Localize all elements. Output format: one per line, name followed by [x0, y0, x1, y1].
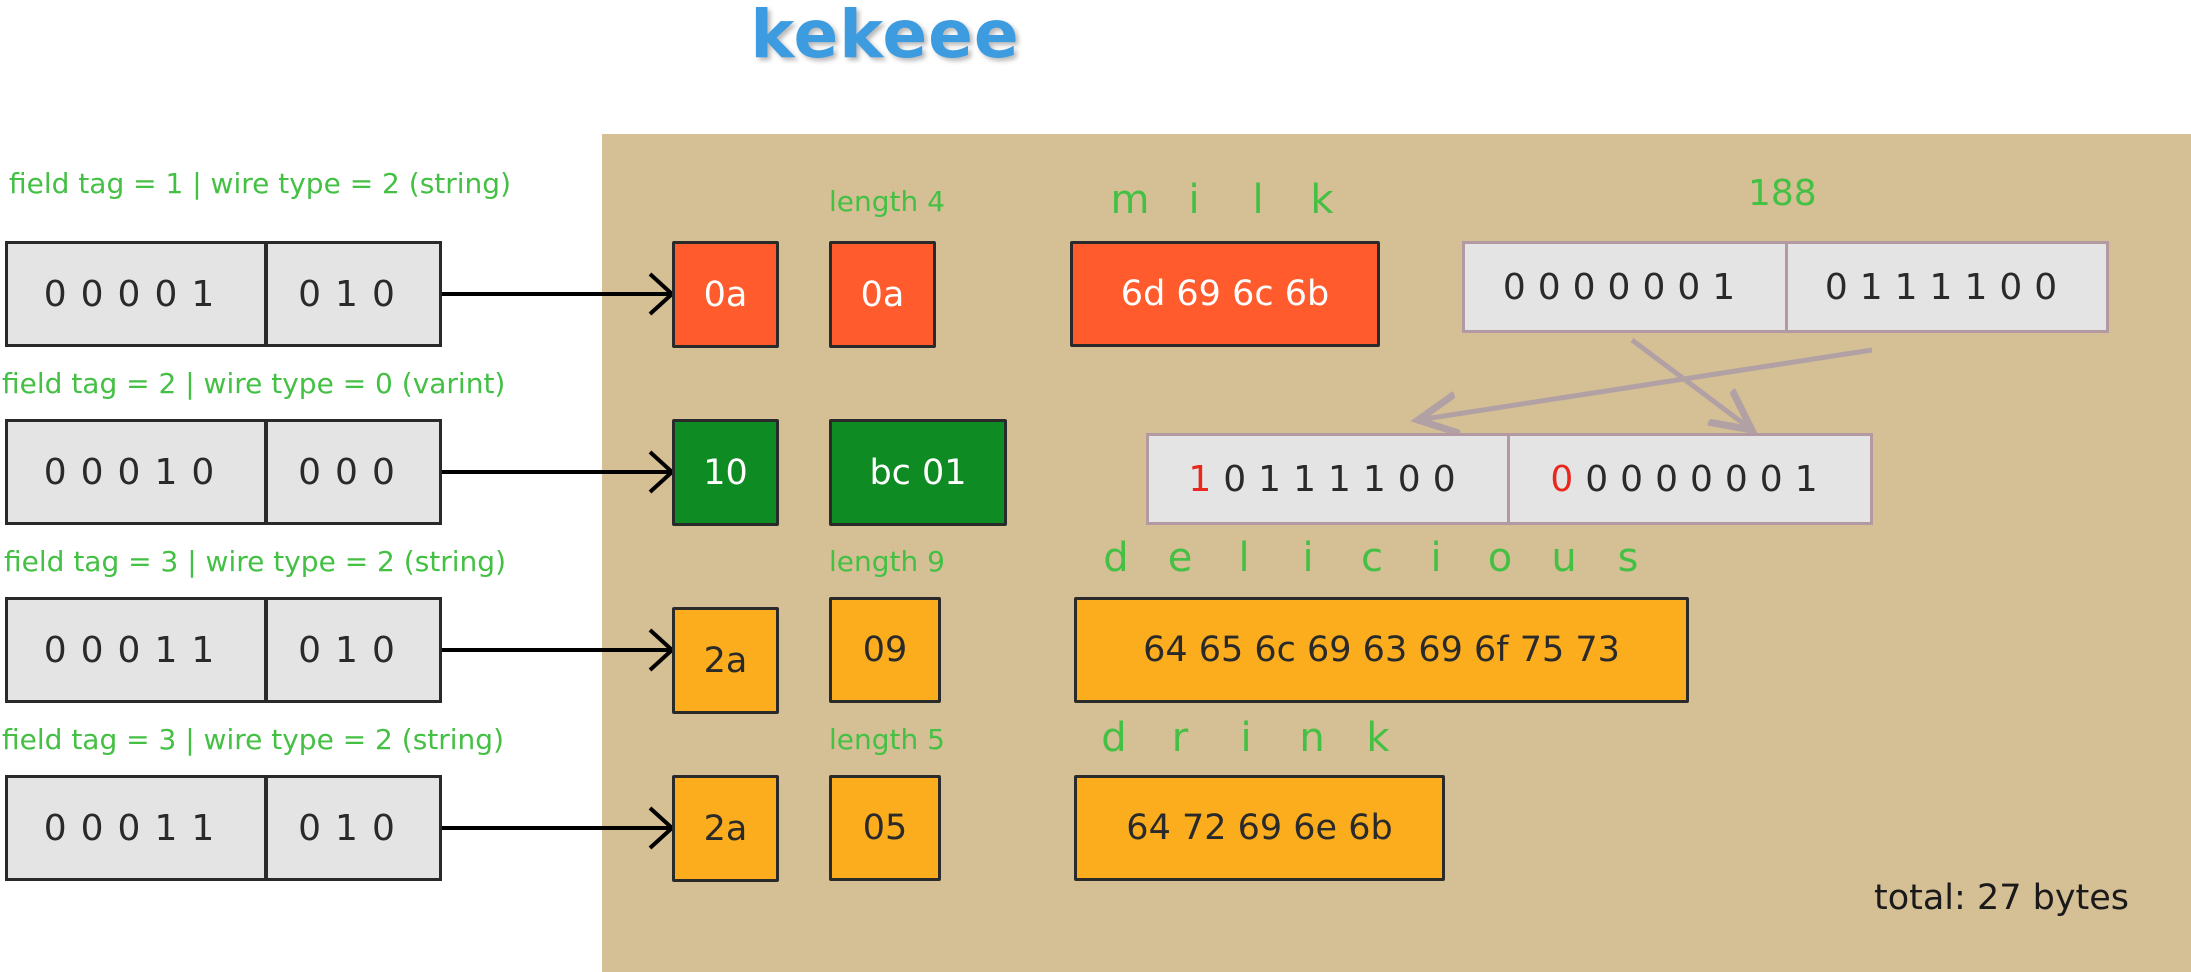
field-1-letter: m	[1110, 177, 1150, 223]
field-2-type-bits: 000	[265, 419, 442, 525]
field-4-letter: d	[1101, 715, 1127, 761]
swap-arrow-high-group	[1630, 338, 1752, 430]
field-3-letter: i	[1430, 535, 1442, 581]
field-1-letter: l	[1252, 177, 1264, 223]
field-4-letter: r	[1171, 715, 1189, 761]
field-3-letters: d e l i c i o u s	[1084, 538, 1660, 578]
field-3-letter: l	[1238, 535, 1250, 581]
varint-low-group: 0111100	[1785, 241, 2109, 333]
field-4-type-bits: 010	[265, 775, 442, 881]
field-3-letter: c	[1361, 535, 1383, 581]
field-4-key-byte: 2a	[672, 775, 779, 882]
field-3-length-label: length 9	[829, 545, 945, 578]
swap-arrow-low-group	[1418, 347, 1873, 420]
row-2-arrow	[440, 450, 675, 494]
field-1-letter: i	[1188, 177, 1200, 223]
field-3-data-bytes: 64 65 6c 69 63 69 6f 75 73	[1074, 597, 1689, 703]
field-4-label: field tag = 3 | wire type = 2 (string)	[2, 723, 504, 756]
field-1-key-byte: 0a	[672, 241, 779, 348]
field-3-letter: d	[1103, 535, 1129, 581]
field-3-letter: i	[1302, 535, 1314, 581]
field-3-tag-bits: 00011	[5, 597, 267, 703]
row-4-arrow	[440, 806, 675, 850]
field-4-length-label: length 5	[829, 723, 945, 756]
continuation-bit: 0	[1550, 458, 1586, 500]
field-1-tag-bits: 00001	[5, 241, 267, 347]
field-4-length-byte: 05	[829, 775, 941, 881]
total-bytes-label: total: 27 bytes	[1874, 878, 2130, 918]
field-1-length-byte: 0a	[829, 241, 936, 348]
field-1-type-bits: 010	[265, 241, 442, 347]
payload-bits: 0111100	[1223, 458, 1468, 500]
field-3-letter: u	[1551, 535, 1577, 581]
field-2-label: field tag = 2 | wire type = 0 (varint)	[2, 367, 506, 400]
field-4-letter: i	[1240, 715, 1252, 761]
field-4-data-bytes: 64 72 69 6e 6b	[1074, 775, 1445, 881]
field-1-label: field tag = 1 | wire type = 2 (string)	[9, 167, 511, 200]
field-3-letter: o	[1487, 535, 1513, 581]
field-4-tag-bits: 00011	[5, 775, 267, 881]
field-4-letter: n	[1299, 715, 1325, 761]
field-2-varint-bytes: bc 01	[829, 419, 1007, 526]
field-2-tag-bits: 00010	[5, 419, 267, 525]
varint-high-group: 0000001	[1462, 241, 1788, 333]
row-1-arrow	[440, 272, 675, 316]
varint-decimal-value: 188	[1748, 173, 1817, 214]
field-2-key-byte: 10	[672, 419, 779, 526]
continuation-bit: 1	[1188, 458, 1224, 500]
field-3-letter: s	[1617, 535, 1639, 581]
payload-bits: 0000001	[1585, 458, 1830, 500]
field-1-length-label: length 4	[829, 185, 945, 218]
field-3-letter: e	[1167, 535, 1193, 581]
field-4-letter: k	[1366, 715, 1390, 761]
field-4-letters: d r i n k	[1081, 718, 1411, 758]
field-3-type-bits: 010	[265, 597, 442, 703]
field-3-key-byte: 2a	[672, 607, 779, 714]
field-1-data-bytes: 6d 69 6c 6b	[1070, 241, 1380, 347]
field-3-label: field tag = 3 | wire type = 2 (string)	[4, 545, 506, 578]
field-3-length-byte: 09	[829, 597, 941, 703]
field-1-letters: m i l k	[1098, 180, 1354, 220]
diagram-title: kekeee	[750, 0, 1020, 73]
row-3-arrow	[440, 628, 675, 672]
field-1-letter: k	[1310, 177, 1334, 223]
